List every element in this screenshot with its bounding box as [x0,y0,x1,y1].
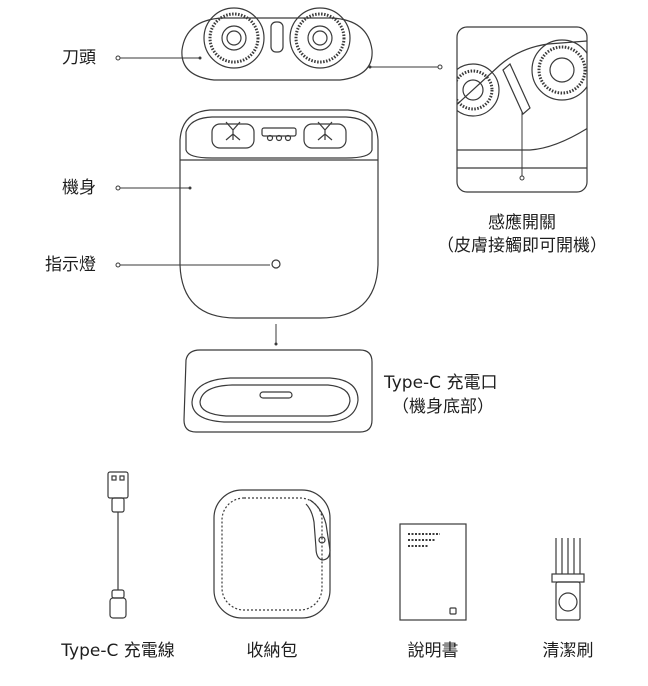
label-indicator: 指示燈 [45,255,96,275]
cleaning-brush [551,538,585,621]
leader-lines [115,55,525,346]
shaver-head [181,7,373,81]
manual-booklet [399,523,467,621]
type-c-port [259,391,293,399]
label-body: 機身 [62,178,96,198]
label-sensor-note: （皮膚接觸即可開機） [437,236,607,256]
label-usb-port-note: （機身底部） [392,397,494,417]
blade-right [289,7,351,69]
sensor-switch-strip [502,63,531,115]
bottom-panel [183,349,373,433]
shaver-body [179,109,379,319]
storage-pouch [213,489,331,619]
label-usb-port: Type-C 充電口 [384,373,498,393]
label-head: 刀頭 [62,48,96,68]
label-brush: 清潔刷 [542,641,594,661]
sensor-inset [456,26,588,193]
indicator-light [271,259,281,269]
blade-left [203,7,265,69]
label-sensor-switch: 感應開關 [488,213,556,233]
label-manual: 說明書 [407,641,459,661]
label-cable: Type-C 充電線 [61,641,175,661]
type-c-cable [107,471,129,619]
label-pouch: 收納包 [246,641,298,661]
